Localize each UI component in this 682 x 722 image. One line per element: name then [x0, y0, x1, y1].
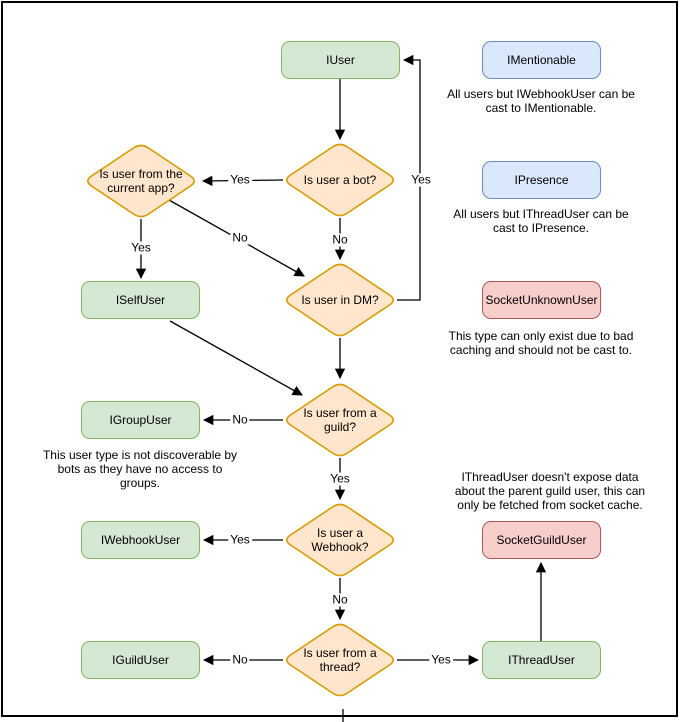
note-igroupuser-line1: This user type is not discoverable by: [42, 448, 238, 462]
edge-label-currentapp-no: No: [230, 230, 250, 245]
note-imentionable: All users but IWebhookUser can be cast t…: [431, 87, 651, 115]
edge-label-dm-yes: Yes: [409, 172, 433, 187]
note-socketunknownuser-line1: This type can only exist due to bad: [448, 329, 634, 343]
decision-webhook-label: Is user a Webhook?: [311, 526, 368, 554]
node-ithreaduser-label: IThreadUser: [508, 653, 575, 667]
note-igroupuser-line2: bots as they have no access to: [57, 462, 223, 476]
decision-thread-line2: thread?: [319, 660, 361, 674]
decision-thread-shape: [285, 623, 395, 697]
node-socketguilduser-label: SocketGuildUser: [496, 533, 587, 547]
edge-iselfuser-to-guild: [169, 320, 303, 396]
node-iuser-label: IUser: [326, 53, 355, 67]
note-socketguilduser-line2: about the parent guild user, this can: [454, 484, 646, 498]
edge-label-guild-no: No: [230, 412, 250, 427]
decision-webhook-line1: Is user a: [316, 526, 364, 540]
node-iuser: IUser: [281, 41, 400, 79]
note-socketguilduser-line3: only be fetched from socket cache.: [457, 498, 643, 512]
node-imentionable: IMentionable: [482, 41, 601, 79]
decision-current-app-label: Is user from the current app?: [99, 167, 182, 195]
node-iguilduser-label: IGuildUser: [112, 653, 169, 667]
decision-current-app-line2: current app?: [107, 181, 175, 195]
decision-current-app-line1: Is user from the: [99, 167, 183, 181]
node-iguilduser: IGuildUser: [81, 641, 200, 679]
decision-webhook-shape: [285, 503, 395, 577]
decision-guild-label: Is user from a guild?: [303, 406, 376, 434]
decision-guild-shape: [285, 383, 395, 457]
decision-bot-label: Is user a bot?: [304, 173, 377, 187]
edge-label-guild-yes: Yes: [328, 471, 352, 486]
decision-guild-line1: Is user from a: [303, 406, 377, 420]
note-ipresence-line1: All users but IThreadUser can be: [453, 207, 629, 221]
edge-label-webhook-yes: Yes: [228, 532, 252, 547]
node-socketguilduser: SocketGuildUser: [482, 521, 601, 559]
node-igroupuser-label: IGroupUser: [109, 413, 172, 427]
node-imentionable-label: IMentionable: [507, 53, 576, 67]
decision-dm-shape: [285, 263, 395, 337]
edge-label-bot-no: No: [330, 232, 350, 247]
decision-thread-label: Is user from a thread?: [303, 646, 376, 674]
note-ipresence-line2: cast to IPresence.: [492, 221, 590, 235]
note-socketguilduser-line1: IThreadUser doesn't expose data: [461, 470, 639, 484]
note-igroupuser: This user type is not discoverable by bo…: [30, 448, 250, 490]
node-iselfuser-label: ISelfUser: [115, 293, 166, 307]
decision-guild-line2: guild?: [323, 420, 357, 434]
note-socketguilduser: IThreadUser doesn't expose data about th…: [440, 470, 660, 512]
note-igroupuser-line3: groups.: [119, 476, 161, 490]
decision-dm-line1: Is user in DM?: [301, 293, 379, 307]
decision-thread-line1: Is user from a: [303, 646, 377, 660]
decision-webhook-line2: Webhook?: [311, 540, 369, 554]
node-iwebhookuser: IWebhookUser: [81, 521, 200, 559]
node-iwebhookuser-label: IWebhookUser: [100, 533, 181, 547]
decision-dm-label: Is user in DM?: [301, 293, 378, 307]
edge-label-bot-yes: Yes: [228, 172, 252, 187]
node-ipresence-label: IPresence: [514, 173, 569, 187]
node-socketunknownuser: SocketUnknownUser: [482, 281, 601, 319]
note-socketunknownuser: This type can only exist due to bad cach…: [431, 329, 651, 357]
edge-label-currentapp-yes: Yes: [129, 240, 153, 255]
node-iselfuser: ISelfUser: [81, 281, 200, 319]
node-ithreaduser: IThreadUser: [482, 641, 601, 679]
note-imentionable-line2: cast to IMentionable.: [485, 101, 597, 115]
note-ipresence: All users but IThreadUser can be cast to…: [431, 207, 651, 235]
decision-bot-shape: [285, 143, 395, 217]
note-imentionable-line1: All users but IWebhookUser can be: [447, 87, 635, 101]
decision-current-app-shape: [86, 144, 196, 218]
note-socketunknownuser-line2: caching and should not be cast to.: [449, 343, 633, 357]
node-ipresence: IPresence: [482, 161, 601, 199]
node-igroupuser: IGroupUser: [81, 401, 200, 439]
edge-label-thread-yes: Yes: [429, 652, 453, 667]
edge-label-thread-no: No: [230, 652, 250, 667]
decision-bot-line1: Is user a bot?: [303, 173, 377, 187]
node-socketunknownuser-label: SocketUnknownUser: [485, 293, 598, 307]
edge-label-webhook-no: No: [330, 592, 350, 607]
